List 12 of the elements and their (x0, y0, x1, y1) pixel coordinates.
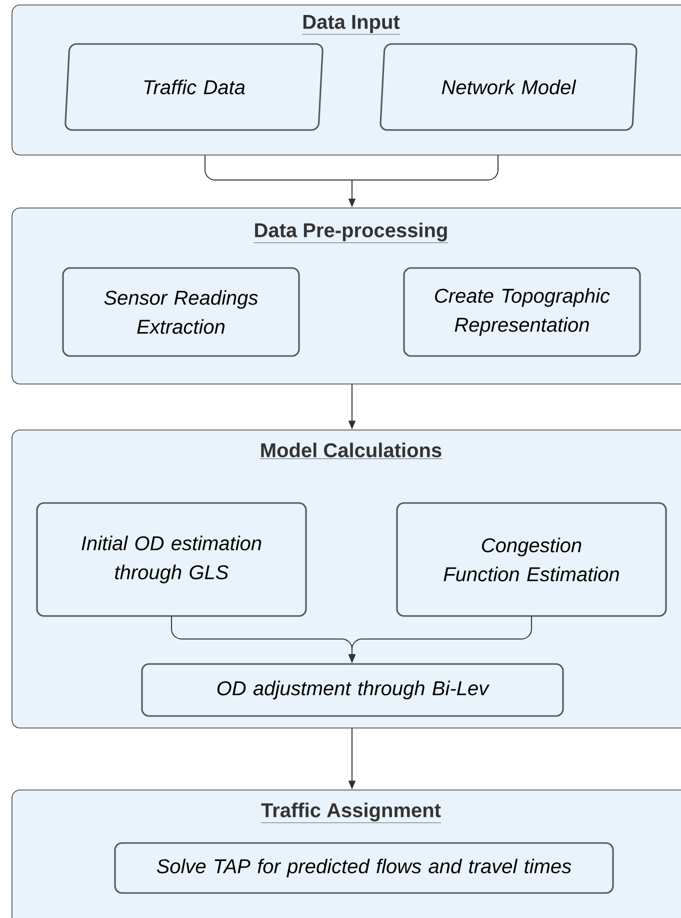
process-box: Solve TAP for predicted flows and travel times (114, 842, 614, 894)
process-box: Create Topographic Representation (403, 267, 641, 357)
input-parallelogram: Network Model (380, 43, 638, 131)
panel-heading: Model Calculations (260, 442, 442, 459)
panel-heading: Traffic Assignment (260, 802, 442, 823)
process-box: Initial OD estimation through GLS (36, 502, 307, 617)
process-box: Congestion Function Estimation (396, 502, 667, 617)
process-box: Sensor Readings Extraction (62, 267, 300, 357)
panel-heading: Data Pre-processing (254, 222, 448, 243)
input-parallelogram: Traffic Data (64, 43, 324, 131)
process-box: OD adjustment through Bi-Lev (141, 663, 564, 717)
panel-heading: Data Input (302, 15, 400, 35)
